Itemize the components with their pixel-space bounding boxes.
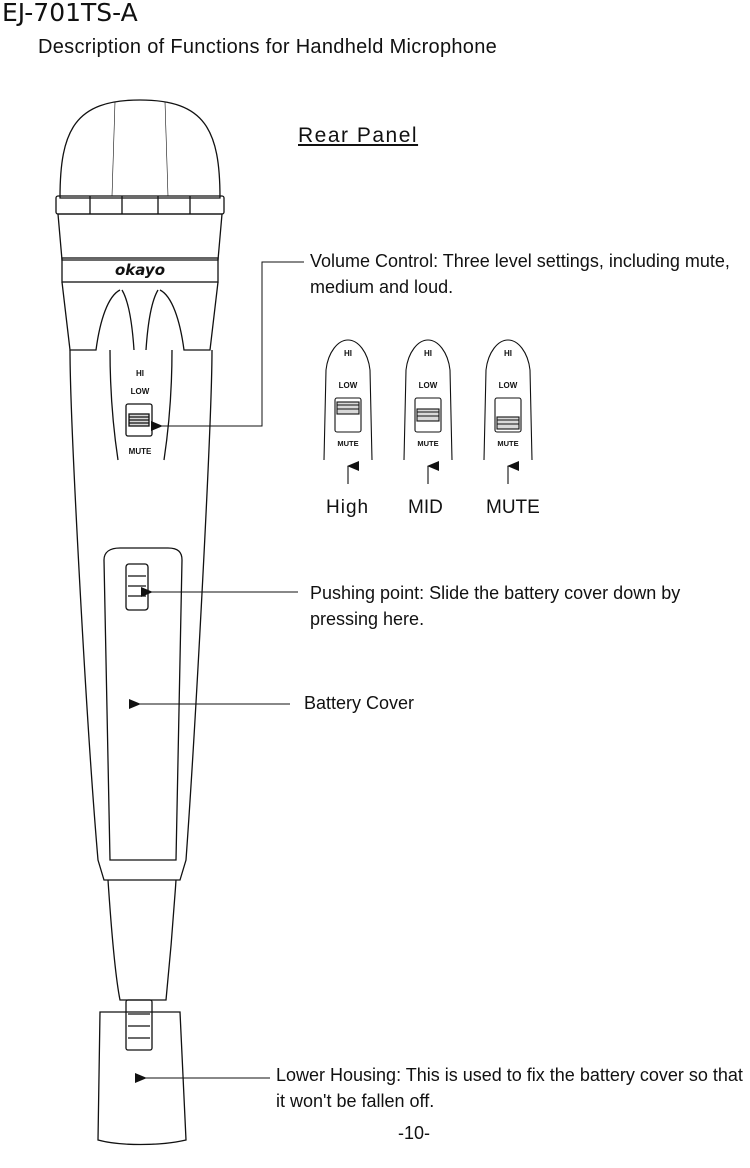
switch-mid xyxy=(403,339,453,484)
push-point xyxy=(125,563,149,611)
mic-ring xyxy=(55,195,225,215)
mic-handle xyxy=(69,349,213,881)
state-mid-label: MID xyxy=(408,497,443,518)
high-mute-label: MUTE xyxy=(337,439,358,448)
handle-switch xyxy=(125,403,153,437)
handle-low-label: LOW xyxy=(131,387,150,396)
switch-high xyxy=(323,339,373,484)
high-hi-label: HI xyxy=(344,349,352,358)
mute-hi-label: HI xyxy=(504,349,512,358)
brand-band xyxy=(61,257,219,283)
handle-hi-label: HI xyxy=(136,369,144,378)
battery-cover-callout: Battery Cover xyxy=(304,693,415,713)
battery-cover xyxy=(103,547,183,861)
mute-low-label: LOW xyxy=(499,381,518,390)
section-title: Rear Panel xyxy=(298,124,419,147)
mic-grille xyxy=(59,99,221,199)
mute-mute-label: MUTE xyxy=(497,439,518,448)
mid-low-label: LOW xyxy=(419,381,438,390)
state-mute-label: MUTE xyxy=(486,497,540,518)
lower-housing xyxy=(97,1011,187,1146)
state-high-label: High xyxy=(326,497,370,518)
switch-mute xyxy=(483,339,533,484)
volume-leader xyxy=(151,261,304,431)
lower-housing-callout: Lower Housing: This is used to fix the b… xyxy=(276,1065,743,1111)
page-number: -10- xyxy=(398,1123,431,1143)
high-low-label: LOW xyxy=(339,381,358,390)
mid-hi-label: HI xyxy=(424,349,432,358)
volume-control-callout: Volume Control: Three level settings, in… xyxy=(310,251,730,297)
mid-mute-label: MUTE xyxy=(417,439,438,448)
handle-mute-label: MUTE xyxy=(129,447,152,456)
brand-logo: okayo xyxy=(115,261,165,279)
page-heading: Description of Functions for Handheld Mi… xyxy=(38,36,498,58)
pushing-point-callout: Pushing point: Slide the battery cover d… xyxy=(310,583,681,629)
model-number: EJ-701TS-A xyxy=(2,0,138,27)
